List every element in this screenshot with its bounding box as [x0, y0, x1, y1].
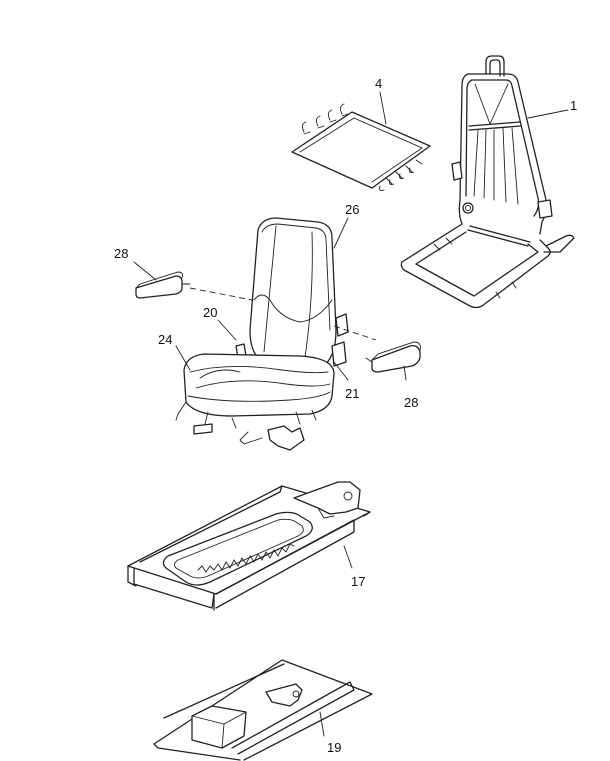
callout-28-left: 28 — [114, 246, 128, 261]
base-plate-part — [127, 481, 371, 611]
callout-20: 20 — [203, 305, 217, 320]
callout-4: 4 — [375, 76, 382, 91]
seat-cover-part — [291, 103, 431, 191]
armrest-left-part — [135, 271, 191, 299]
leader-lines — [133, 91, 569, 737]
lower-plate-part — [153, 659, 373, 761]
seat-frame-part — [400, 55, 575, 309]
armrest-right-part — [365, 341, 421, 373]
callout-21: 21 — [345, 386, 359, 401]
seat-assembly-part — [175, 217, 349, 451]
callout-26: 26 — [345, 202, 359, 217]
attach-line-right — [333, 325, 377, 341]
callout-24: 24 — [158, 332, 172, 347]
callout-1: 1 — [570, 98, 577, 113]
callout-17: 17 — [351, 574, 365, 589]
attach-line-left — [189, 287, 253, 301]
callout-19: 19 — [327, 740, 341, 755]
callout-28-right: 28 — [404, 395, 418, 410]
